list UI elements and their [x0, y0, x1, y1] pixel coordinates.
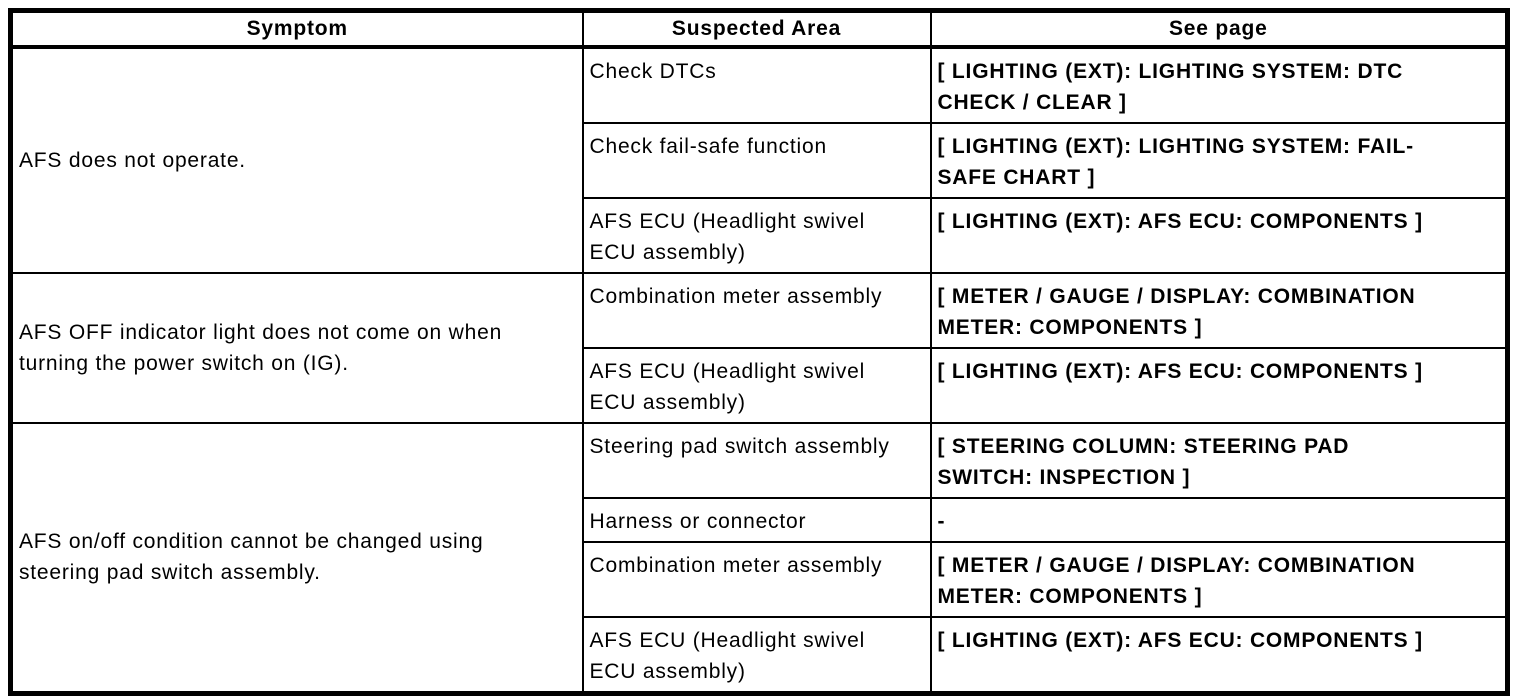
suspected-area-cell: AFS ECU (Headlight swivel ECU assembly): [581, 615, 932, 694]
symptom-text: AFS OFF indicator light does not come on…: [19, 320, 503, 375]
see-page-reference[interactable]: [ STEERING COLUMN: STEERING PAD SWITCH: …: [937, 434, 1350, 489]
symptom-cell: AFS OFF indicator light does not come on…: [9, 271, 584, 424]
column-header-symptom: Symptom: [9, 10, 584, 49]
suspected-area-cell: AFS ECU (Headlight swivel ECU assembly): [581, 196, 932, 274]
table-row: AFS ECU (Headlight swivel ECU assembly) …: [11, 196, 1509, 274]
suspected-area-cell: Check fail-safe function: [581, 121, 932, 199]
table-row: Combination meter assembly [ METER / GAU…: [11, 540, 1509, 618]
see-page-cell: [ METER / GAUGE / DISPLAY: COMBINATION M…: [929, 271, 1509, 349]
suspected-area-text: Harness or connector: [589, 509, 807, 533]
symptom-text: AFS on/off condition cannot be changed u…: [19, 530, 484, 584]
see-page-dash: -: [937, 509, 946, 533]
symptom-text: AFS does not operate.: [19, 148, 246, 172]
see-page-reference[interactable]: [ LIGHTING (EXT): LIGHTING SYSTEM: DTC C…: [937, 59, 1404, 114]
suspected-area-text: Combination meter assembly: [589, 553, 883, 577]
suspected-area-cell: Check DTCs: [581, 45, 932, 124]
symptom-troubleshooting-table: Symptom Suspected Area See page AFS does…: [8, 8, 1510, 696]
suspected-area-cell: Harness or connector: [581, 496, 932, 543]
table-row: AFS does not operate. Check DTCs [ LIGHT…: [9, 45, 1509, 274]
table-row: AFS OFF indicator light does not come on…: [9, 271, 1509, 424]
see-page-reference[interactable]: [ LIGHTING (EXT): AFS ECU: COMPONENTS ]: [937, 209, 1423, 233]
table-row: Check fail-safe function [ LIGHTING (EXT…: [11, 121, 1509, 199]
suspected-area-text: Steering pad switch assembly: [589, 434, 890, 458]
see-page-cell: [ LIGHTING (EXT): LIGHTING SYSTEM: DTC C…: [929, 45, 1509, 124]
suspected-area-cell: Steering pad switch assembly: [581, 421, 932, 499]
see-page-cell: [ METER / GAUGE / DISPLAY: COMBINATION M…: [929, 540, 1509, 618]
table-row: Harness or connector -: [11, 496, 1509, 543]
column-header-see-page: See page: [929, 10, 1509, 49]
suspected-area-text: AFS ECU (Headlight swivel ECU assembly): [589, 209, 866, 264]
symptom-table-container: Symptom Suspected Area See page AFS does…: [8, 8, 1510, 696]
see-page-reference[interactable]: [ LIGHTING (EXT): LIGHTING SYSTEM: FAIL-…: [937, 134, 1414, 189]
see-page-reference[interactable]: [ LIGHTING (EXT): AFS ECU: COMPONENTS ]: [937, 628, 1423, 652]
table-row: AFS on/off condition cannot be changed u…: [9, 421, 1509, 694]
header-row: Symptom Suspected Area See page: [9, 10, 1509, 49]
suspected-area-cell: AFS ECU (Headlight swivel ECU assembly): [581, 346, 932, 424]
suspected-area-text: AFS ECU (Headlight swivel ECU assembly): [589, 359, 866, 414]
suspected-area-text: AFS ECU (Headlight swivel ECU assembly): [589, 628, 866, 683]
suspected-area-cell: Combination meter assembly: [581, 540, 932, 618]
see-page-reference[interactable]: [ METER / GAUGE / DISPLAY: COMBINATION M…: [937, 284, 1416, 339]
see-page-reference[interactable]: [ LIGHTING (EXT): AFS ECU: COMPONENTS ]: [937, 359, 1423, 383]
see-page-cell: [ LIGHTING (EXT): AFS ECU: COMPONENTS ]: [929, 615, 1509, 694]
column-header-suspected-area: Suspected Area: [581, 10, 932, 49]
see-page-reference[interactable]: [ METER / GAUGE / DISPLAY: COMBINATION M…: [937, 553, 1416, 608]
suspected-area-cell: Combination meter assembly: [581, 271, 932, 349]
see-page-cell: -: [929, 496, 1509, 543]
table-row: AFS ECU (Headlight swivel ECU assembly) …: [11, 346, 1509, 424]
see-page-cell: [ LIGHTING (EXT): AFS ECU: COMPONENTS ]: [929, 346, 1509, 424]
suspected-area-text: Check fail-safe function: [589, 134, 827, 158]
see-page-cell: [ LIGHTING (EXT): AFS ECU: COMPONENTS ]: [929, 196, 1509, 274]
suspected-area-text: Combination meter assembly: [589, 284, 883, 308]
symptom-cell: AFS does not operate.: [9, 45, 584, 274]
see-page-cell: [ LIGHTING (EXT): LIGHTING SYSTEM: FAIL-…: [929, 121, 1509, 199]
suspected-area-text: Check DTCs: [589, 59, 717, 83]
symptom-cell: AFS on/off condition cannot be changed u…: [9, 421, 584, 694]
see-page-cell: [ STEERING COLUMN: STEERING PAD SWITCH: …: [929, 421, 1509, 499]
